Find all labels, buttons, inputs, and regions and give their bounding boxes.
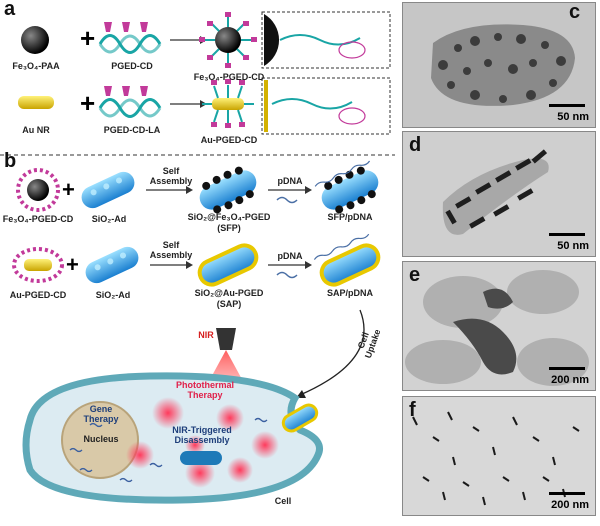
uptake-arrow (299, 309, 365, 396)
scale-bar-e (549, 367, 585, 370)
caption-photothermal: Photothermal Therapy (175, 380, 234, 400)
panel-label-e: e (409, 264, 421, 286)
tem-panel-e: e 200 nm (402, 261, 596, 391)
caption-disassembly: NIR-Triggered Disassembly (172, 425, 232, 445)
caption-pged-cd: PGED-CD (111, 61, 153, 71)
tem-panel-d: d 50 nm (402, 131, 596, 257)
caption-b1-final: SFP/pDNA (327, 212, 373, 222)
zoom-box-2 (261, 77, 391, 135)
scale-bar-d (549, 233, 585, 236)
caption-b2-arrow2: pDNA (277, 251, 303, 261)
svg-text:+: + (62, 177, 75, 202)
tem-panel-f: f 200 nm (402, 396, 596, 516)
au-pged-cd-particle (202, 79, 254, 128)
panel-label-f: f (409, 399, 416, 421)
caption-b1-left: Fe₃O₄-PGED-CD (2, 214, 74, 224)
scale-label-f: 200 nm (551, 499, 589, 511)
dna-fragments (69, 417, 268, 483)
entering-rod (281, 403, 319, 433)
scale-label-d: 50 nm (557, 240, 589, 252)
caption-au-nr: Au NR (22, 125, 50, 135)
caption-nucleus: Nucleus (83, 434, 119, 444)
fe3o4-pged-cd-particle (199, 12, 257, 68)
au-pged-cd-b2 (12, 247, 64, 283)
panel-label-c: c (569, 2, 581, 23)
sio2-ad-rod-2 (85, 246, 139, 284)
photothermal-spots (126, 397, 279, 488)
caption-b1-arrow1: Self Assembly (149, 166, 193, 186)
svg-text:+: + (80, 88, 95, 118)
caption-b2-arrow1: Self Assembly (149, 240, 193, 260)
tem-panel-c: c 50 nm (402, 2, 596, 128)
scale-bar-c (549, 104, 585, 107)
sfp-pdna-rod (314, 160, 379, 214)
caption-b1-arrow2: pDNA (277, 176, 303, 186)
scale-label-c: 50 nm (557, 111, 589, 123)
scheme-panel: + (0, 0, 395, 506)
au-nanorod (18, 96, 54, 109)
svg-text:+: + (80, 23, 95, 53)
pged-cd-chain-2 (98, 86, 162, 118)
tem-f-image (412, 411, 580, 506)
panel-label-a: a (4, 0, 16, 20)
pged-cd-chain-1 (98, 22, 162, 54)
caption-b1-product: SiO₂@Fe₃O₄-PGED (SFP) (187, 212, 271, 233)
sap-pdna-rod (313, 233, 381, 287)
scale-bar-f (549, 492, 585, 495)
zoom-box-1 (261, 11, 391, 69)
caption-b2-mid: SiO₂-Ad (95, 290, 131, 300)
nucleus (61, 401, 139, 479)
caption-nir: NIR (198, 330, 214, 340)
tem-d-image (442, 149, 549, 235)
caption-b2-final: SAP/pDNA (326, 288, 373, 298)
scheme-svg: + (0, 11, 395, 504)
caption-fe3o4-pged-cd: Fe₃O₄-PGED-CD (193, 72, 265, 82)
caption-cell: Cell (274, 496, 292, 506)
sfp-rod (199, 166, 257, 214)
fe3o4-particle (21, 26, 49, 54)
svg-text:+: + (66, 252, 79, 277)
caption-pged-cd-la: PGED-CD-LA (103, 125, 161, 135)
caption-au-pged-cd: Au-PGED-CD (200, 135, 258, 145)
panel-label-b: b (4, 150, 17, 172)
panel-label-d: d (409, 134, 422, 156)
caption-b1-mid: SiO₂-Ad (91, 214, 127, 224)
caption-b2-product: SiO₂@Au-PGED (SAP) (194, 288, 264, 309)
sio2-ad-rod-1 (81, 171, 135, 209)
nir-source (216, 328, 236, 350)
tem-c-image (431, 24, 575, 106)
caption-fe3o4-paa: Fe₃O₄-PAA (12, 61, 60, 71)
caption-b2-left: Au-PGED-CD (9, 290, 67, 300)
sap-rod (197, 243, 259, 287)
caption-gene-therapy: Gene Therapy (83, 404, 119, 424)
scale-label-e: 200 nm (551, 374, 589, 386)
disassembled-rod (180, 451, 222, 465)
fe3o4-pged-cd-b1 (16, 168, 60, 212)
tem-e-image (405, 270, 589, 386)
